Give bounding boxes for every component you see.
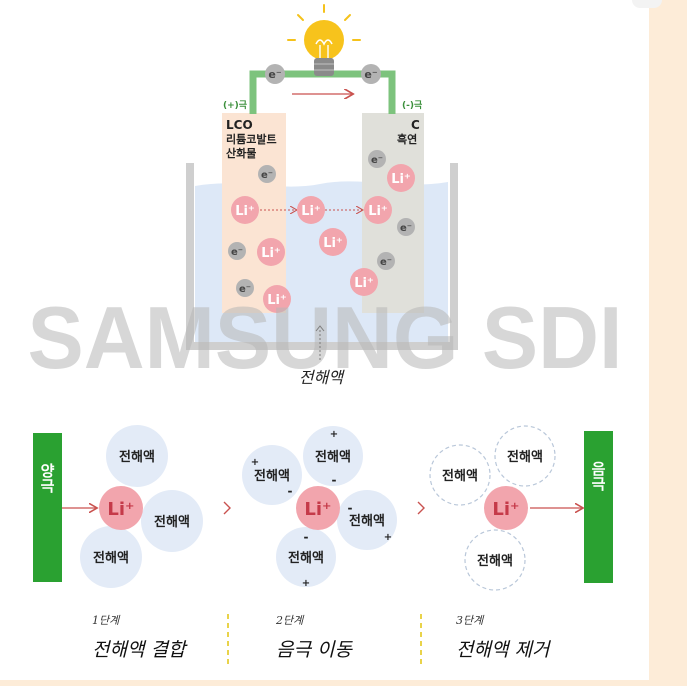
electrolyte-pointer-head xyxy=(315,325,325,332)
electron: e⁻ xyxy=(258,165,276,183)
light-bulb-icon xyxy=(287,4,361,76)
electrolyte-bubble: 전해액 xyxy=(337,490,397,550)
charge-plus: + xyxy=(330,429,338,440)
step3-number: 3단계 xyxy=(456,614,485,627)
electron: e⁻ xyxy=(236,279,254,297)
svg-text:Li⁺: Li⁺ xyxy=(304,499,331,520)
electron-label: e⁻ xyxy=(268,68,281,81)
svg-text:전해액: 전해액 xyxy=(154,514,190,530)
electrolyte-bubble: 전해액 xyxy=(242,445,302,505)
lco-label: LCO xyxy=(226,118,253,132)
svg-text:e⁻: e⁻ xyxy=(400,223,412,234)
svg-text:e⁻: e⁻ xyxy=(239,284,251,295)
lithium-ion: Li⁺ xyxy=(263,285,291,313)
scroll-corner xyxy=(632,0,662,8)
svg-text:Li⁺: Li⁺ xyxy=(492,499,519,520)
electrolyte-label: 전해액 xyxy=(299,368,345,387)
electrolyte-bubble: 전해액 xyxy=(276,527,336,587)
charge-plus: + xyxy=(251,457,259,468)
step3-title: 전해액 제거 xyxy=(456,639,551,661)
positive-electrode-bar xyxy=(33,433,62,582)
electrolyte-bubble: 전해액 xyxy=(106,425,168,487)
lco-name-line: 리튬코발트 xyxy=(226,132,277,146)
step2-number: 2단계 xyxy=(275,614,305,627)
lco-name-line: 산화물 xyxy=(226,146,256,160)
svg-text:e⁻: e⁻ xyxy=(380,257,392,268)
svg-text:전해액: 전해액 xyxy=(477,553,513,569)
svg-text:Li⁺: Li⁺ xyxy=(323,236,343,251)
svg-text:Li⁺: Li⁺ xyxy=(235,204,255,219)
charge-plus: + xyxy=(302,578,310,589)
lithium-ion: Li⁺ xyxy=(99,486,143,530)
electron: e⁻ xyxy=(228,242,246,260)
svg-text:Li⁺: Li⁺ xyxy=(301,204,321,219)
positive-electrode-label: 양극 xyxy=(38,463,56,494)
lithium-ion: Li⁺ xyxy=(297,196,325,224)
charge-plus: + xyxy=(384,532,392,543)
step-chevron xyxy=(417,501,425,515)
negative-electrode-label: 음극 xyxy=(589,461,607,492)
charge-minus: - xyxy=(332,473,337,487)
step1-title: 전해액 결합 xyxy=(92,639,188,661)
electron: e⁻ xyxy=(368,150,386,168)
electrolyte-bubble: 전해액 xyxy=(80,526,142,588)
negative-electrode-bar xyxy=(584,431,613,583)
bottom-page-strip xyxy=(0,680,687,686)
electron-wire-right: e⁻ xyxy=(361,64,381,84)
charge-minus: - xyxy=(304,530,309,544)
svg-text:Li⁺: Li⁺ xyxy=(267,293,287,308)
charge-minus: - xyxy=(348,501,353,515)
svg-text:e⁻: e⁻ xyxy=(261,170,273,181)
step-chevron xyxy=(223,501,231,515)
electrolyte-bubble-dashed: 전해액 xyxy=(464,529,526,591)
svg-text:e⁻: e⁻ xyxy=(231,247,243,258)
svg-text:Li⁺: Li⁺ xyxy=(261,246,281,261)
cathode-terminal-label: (-)극 xyxy=(402,100,423,111)
lithium-ion: Li⁺ xyxy=(257,238,285,266)
samsung-sdi-watermark: SAMSUNG SDI xyxy=(28,288,623,387)
svg-text:전해액: 전해액 xyxy=(442,468,478,484)
svg-text:전해액: 전해액 xyxy=(93,550,129,566)
svg-text:Li⁺: Li⁺ xyxy=(107,499,134,520)
svg-text:전해액: 전해액 xyxy=(507,449,543,465)
svg-text:전해액: 전해액 xyxy=(119,449,155,465)
svg-text:Li⁺: Li⁺ xyxy=(368,204,388,219)
step1-number: 1단계 xyxy=(92,614,121,627)
svg-text:Li⁺: Li⁺ xyxy=(354,276,374,291)
electron-wire-left: e⁻ xyxy=(265,64,285,84)
lithium-ion: Li⁺ xyxy=(484,486,528,530)
electron: e⁻ xyxy=(397,218,415,236)
svg-text:전해액: 전해액 xyxy=(315,449,351,465)
svg-text:e⁻: e⁻ xyxy=(371,155,383,166)
svg-text:전해액: 전해액 xyxy=(288,550,324,566)
electrolyte-bubble: 전해액 xyxy=(141,490,203,552)
svg-text:전해액: 전해액 xyxy=(349,513,385,529)
lithium-ion: Li⁺ xyxy=(387,164,415,192)
electrolyte-bubble-dashed: 전해액 xyxy=(494,425,556,487)
electron-label: e⁻ xyxy=(364,68,377,81)
electron: e⁻ xyxy=(377,252,395,270)
svg-text:전해액: 전해액 xyxy=(254,468,290,484)
anode-terminal-label: (+)극 xyxy=(223,100,248,111)
electrolyte-bubble: 전해액 xyxy=(303,426,363,486)
svg-text:Li⁺: Li⁺ xyxy=(391,172,411,187)
right-page-strip xyxy=(649,0,687,686)
step2-title: 음극 이동 xyxy=(276,639,353,661)
charge-minus: - xyxy=(288,484,293,498)
carbon-label: C xyxy=(411,118,420,132)
lithium-ion: Li⁺ xyxy=(296,486,340,530)
lithium-ion: Li⁺ xyxy=(231,196,259,224)
lithium-ion: Li⁺ xyxy=(364,196,392,224)
lithium-ion: Li⁺ xyxy=(350,268,378,296)
graphite-label: 흑연 xyxy=(397,132,417,146)
electrolyte-bubble-dashed: 전해액 xyxy=(429,444,491,506)
lithium-ion: Li⁺ xyxy=(319,228,347,256)
